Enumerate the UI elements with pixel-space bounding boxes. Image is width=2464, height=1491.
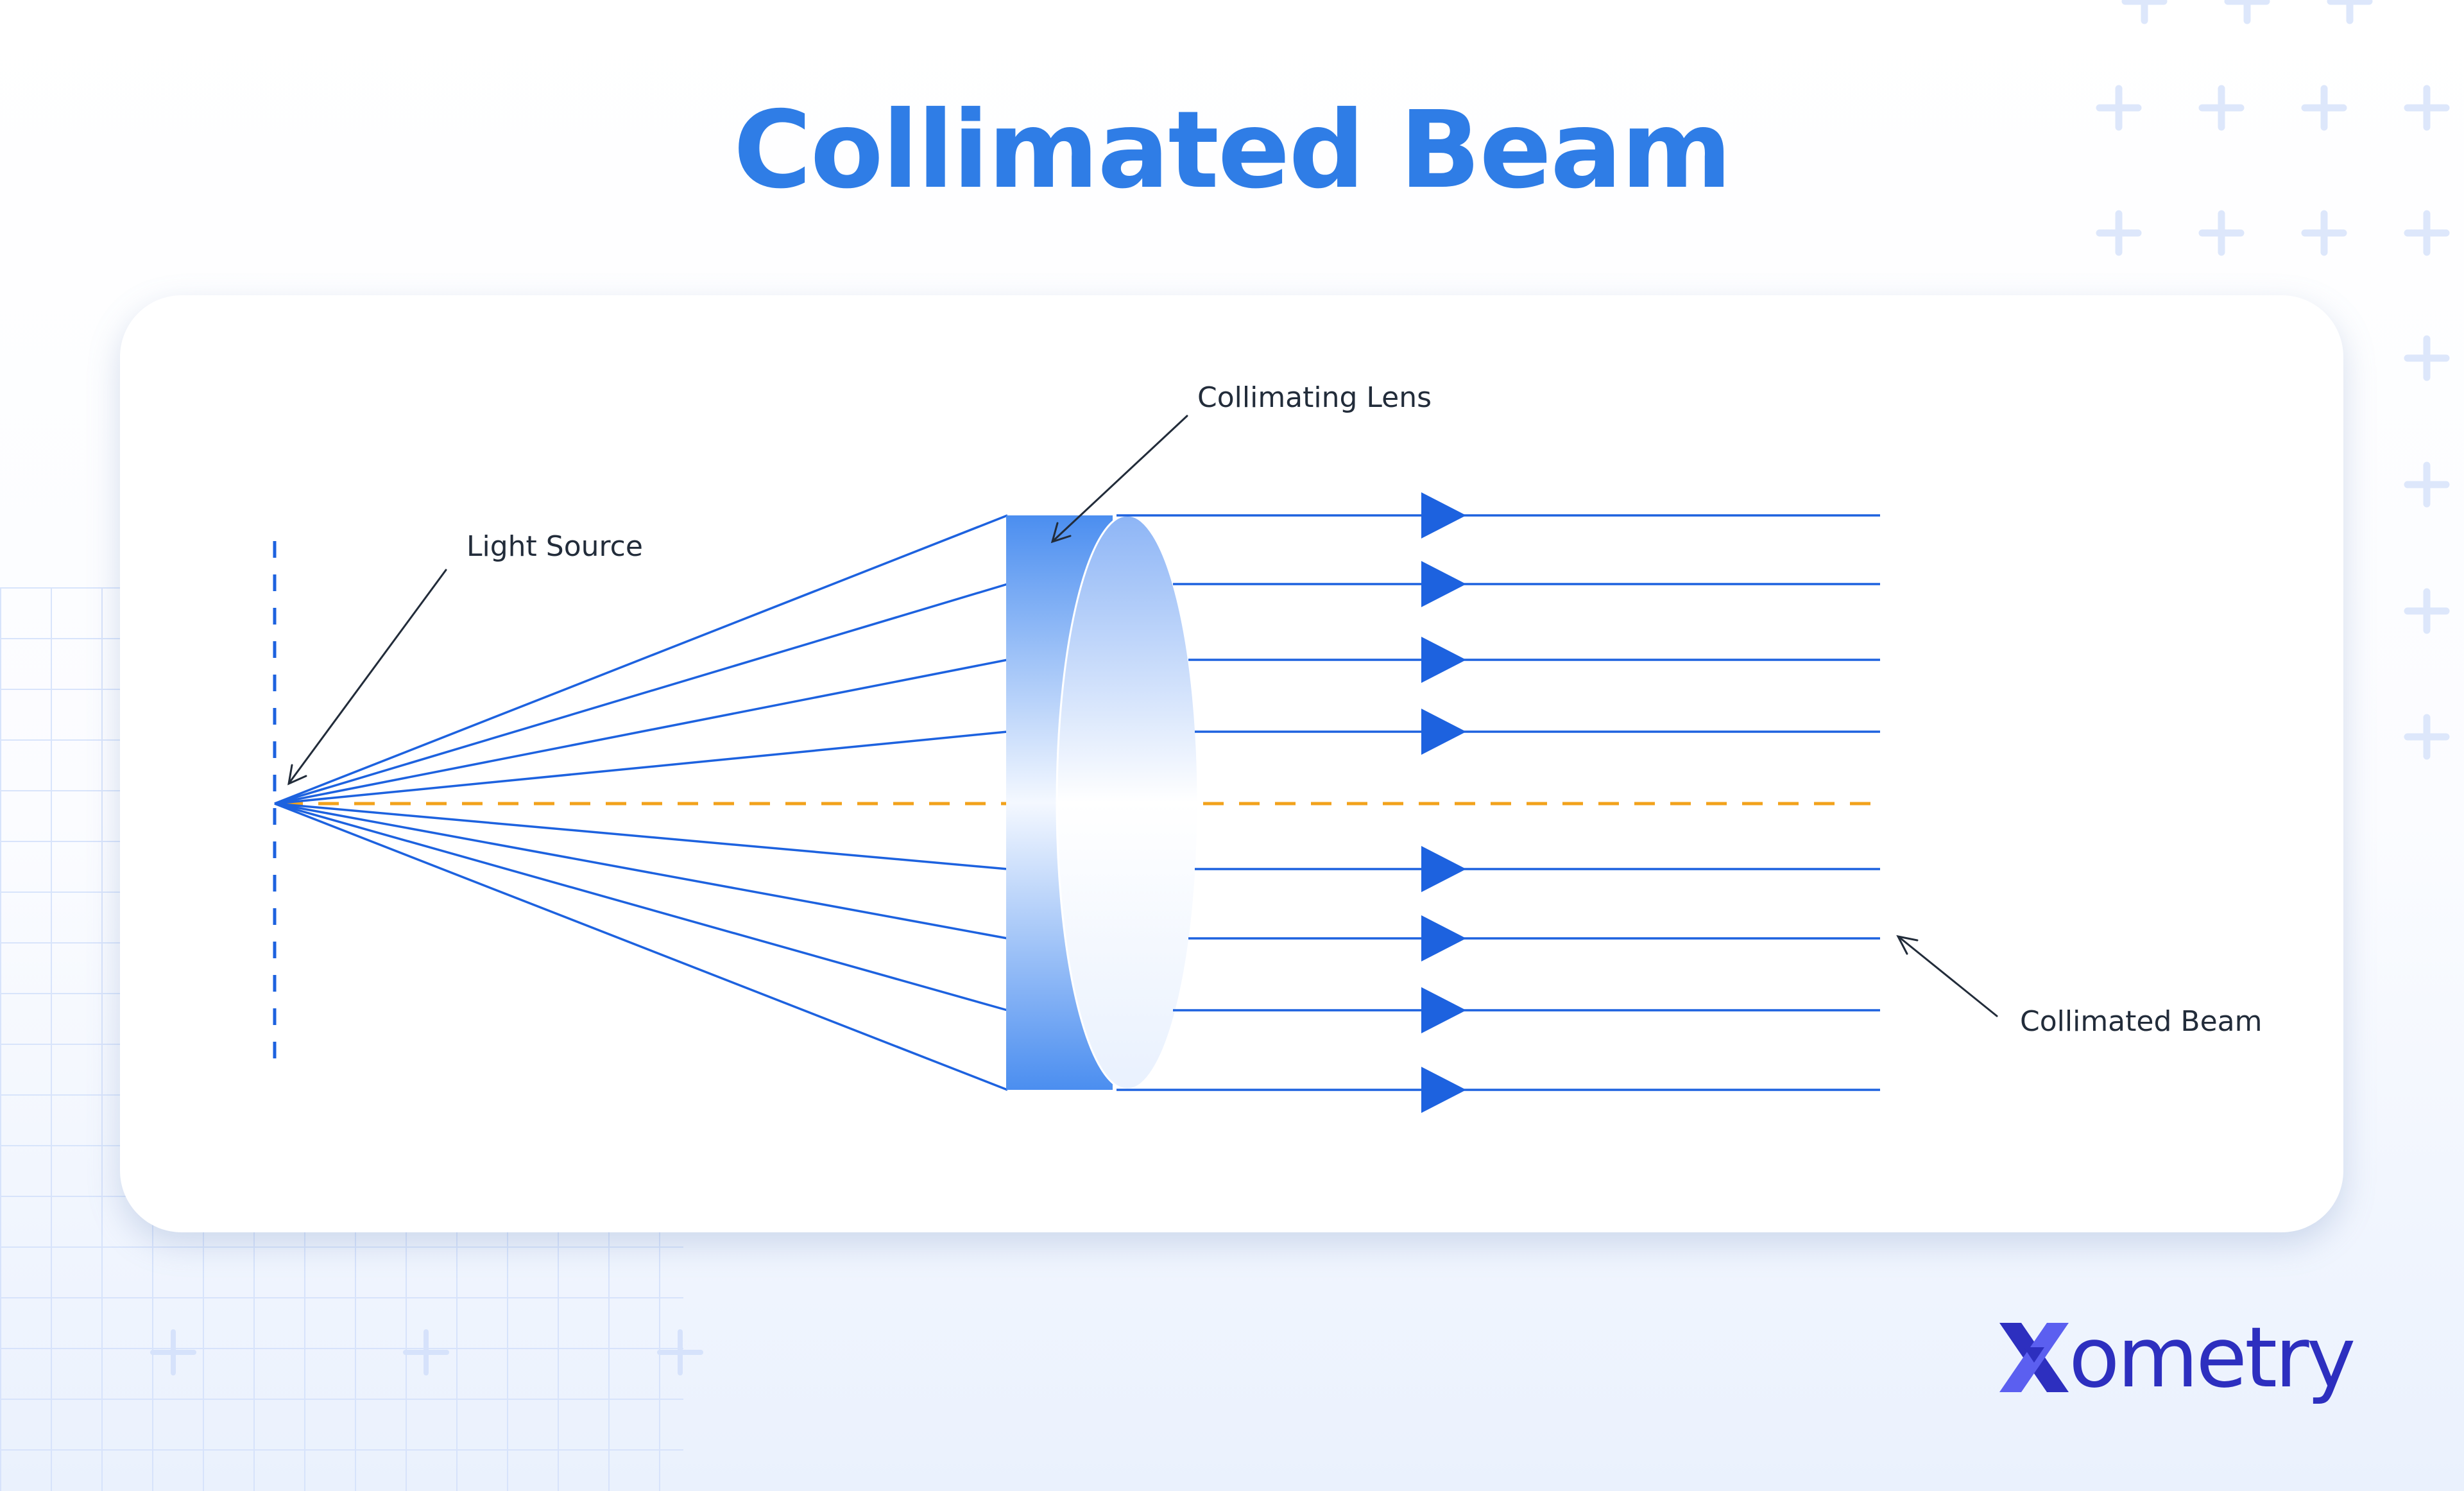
ray-arrowhead <box>1421 637 1466 683</box>
plus-icon <box>2301 85 2347 131</box>
lens-face <box>1056 514 1199 1090</box>
plus-icon <box>2404 714 2450 760</box>
ray-arrowhead <box>1421 492 1466 539</box>
page-title: Collimated Beam <box>733 89 1732 212</box>
xometry-wordmark: ometry <box>2069 1309 2356 1406</box>
xometry-logo: ometry <box>1996 1309 2356 1406</box>
plus-icon <box>2327 0 2373 24</box>
ray-arrowhead <box>1421 1067 1466 1113</box>
plus-icon <box>2224 0 2270 24</box>
plus-icon <box>2096 85 2142 131</box>
ray-arrowhead <box>1421 987 1466 1033</box>
ray-arrowhead <box>1421 846 1466 892</box>
plus-icon <box>2404 85 2450 131</box>
plus-icon <box>2301 210 2347 256</box>
diverging-ray <box>274 583 1008 805</box>
collimating-lens-pointer <box>1050 415 1188 544</box>
plus-icon <box>2096 210 2142 256</box>
ray-arrowhead <box>1421 709 1466 755</box>
diverging-ray <box>274 802 1008 1012</box>
plus-icon <box>403 1329 449 1375</box>
plus-icon <box>2404 588 2450 634</box>
plus-icon <box>2121 0 2168 24</box>
diagram-card <box>120 295 2343 1232</box>
light-source-label: Light Source <box>466 530 643 563</box>
plus-icon <box>2198 210 2245 256</box>
plus-icon <box>150 1329 196 1375</box>
plus-icon <box>2404 461 2450 508</box>
ray-arrowhead <box>1421 561 1466 607</box>
diverging-ray <box>274 659 1008 805</box>
diverging-ray <box>274 802 1008 1091</box>
diverging-ray <box>274 514 1008 805</box>
ray-arrowhead <box>1421 915 1466 961</box>
xometry-x-mark-icon <box>1999 1323 2069 1392</box>
light-source-pointer <box>287 569 447 786</box>
diverging-ray <box>274 802 1008 940</box>
collimated-beam-label: Collimated Beam <box>2020 1005 2263 1038</box>
collimated-beam-pointer <box>1896 935 1998 1017</box>
plus-icon <box>2404 210 2450 256</box>
plus-icon <box>2198 85 2245 131</box>
plus-icon <box>657 1329 703 1375</box>
collimating-lens <box>1006 514 1199 1090</box>
diverging-ray <box>274 802 1008 870</box>
diverging-ray <box>274 730 1008 805</box>
collimating-lens-label: Collimating Lens <box>1197 381 1432 414</box>
plus-icon <box>2404 335 2450 381</box>
